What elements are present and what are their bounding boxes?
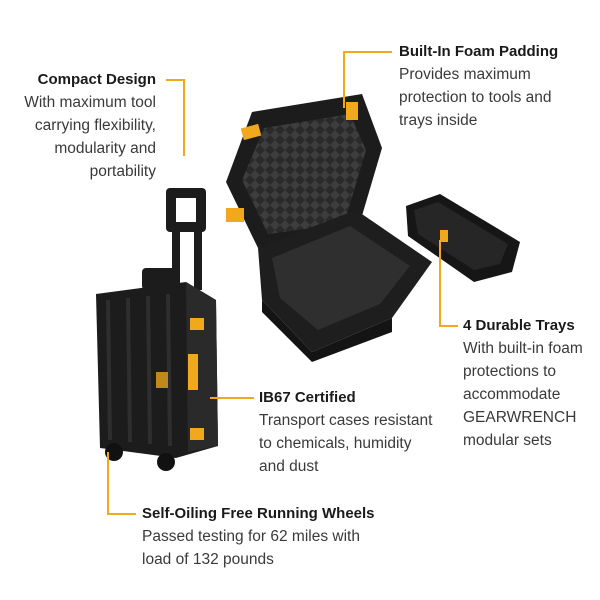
- closed-case: [96, 268, 218, 471]
- leader-foam-padding: [343, 51, 392, 108]
- foam-padding-title: Built-In Foam Padding: [399, 43, 559, 60]
- handle-accent: [188, 354, 198, 390]
- latch-icon: [346, 102, 358, 120]
- compact-design-desc: With maximum tool carrying flexibility, …: [24, 94, 156, 180]
- trays: [406, 194, 520, 282]
- callout-durable-trays: 4 Durable Trays With built-in foam prote…: [463, 315, 583, 452]
- leader-compact-design: [166, 79, 185, 156]
- latch-icon: [190, 428, 204, 440]
- callout-compact-design: Compact Design With maximum tool carryin…: [24, 69, 156, 183]
- ib67-desc: Transport cases resistant to chemicals, …: [259, 412, 433, 475]
- wheels-title: Self-Oiling Free Running Wheels: [142, 505, 375, 522]
- leader-lines: [107, 51, 458, 515]
- ib67-title: IB67 Certified: [259, 389, 356, 406]
- latch-icon: [226, 208, 244, 222]
- foam-padding-desc: Provides maximum protection to tools and…: [399, 66, 552, 129]
- leader-durable-trays: [439, 240, 458, 327]
- open-case-base: [258, 210, 432, 362]
- wheel-icon: [157, 453, 175, 471]
- open-case-lid: [226, 94, 382, 248]
- callout-wheels: Self-Oiling Free Running Wheels Passed t…: [142, 503, 375, 571]
- durable-trays-title: 4 Durable Trays: [463, 317, 575, 334]
- compact-design-title: Compact Design: [37, 71, 156, 88]
- callout-ib67: IB67 Certified Transport cases resistant…: [259, 387, 432, 478]
- leader-wheels: [107, 452, 136, 515]
- durable-trays-desc: With built-in foam protections to accomm…: [463, 340, 583, 449]
- wheels-desc: Passed testing for 62 miles with load of…: [142, 528, 360, 568]
- latch-icon: [240, 123, 262, 141]
- latch-icon: [190, 318, 204, 330]
- wheel-icon: [105, 443, 123, 461]
- telescopic-handle: [166, 188, 206, 290]
- callout-foam-padding: Built-In Foam Padding Provides maximum p…: [399, 41, 558, 132]
